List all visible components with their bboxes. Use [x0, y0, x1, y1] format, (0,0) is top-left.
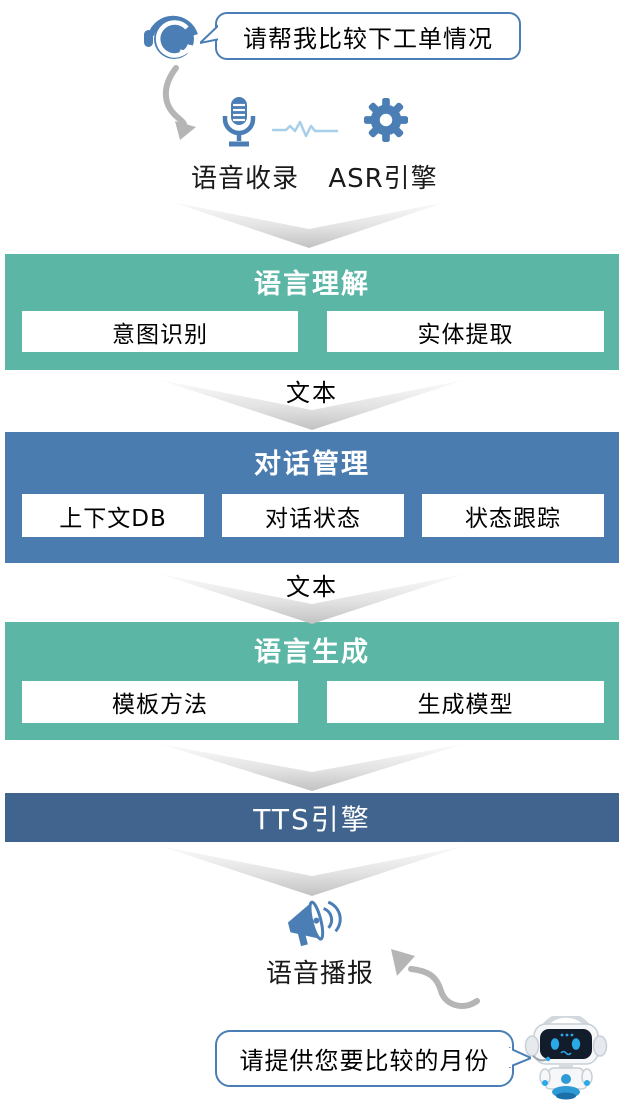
robot-assistant-icon [524, 1016, 608, 1100]
subbox-state-tracking: 状态跟踪 [422, 494, 604, 537]
megaphone-icon [287, 900, 342, 947]
connector-text-1: 文本 [0, 372, 624, 430]
voice-capture-label: 语音收录 [190, 164, 299, 194]
block-title: 语言生成 [254, 637, 370, 668]
block-title: 对话管理 [254, 449, 370, 480]
subbox-context-db: 上下文DB [22, 494, 204, 537]
subbox-generation-model: 生成模型 [327, 681, 604, 723]
bot-reply-bubble: 请提供您要比较的月份 [215, 1030, 531, 1087]
bot-reply-text: 请提供您要比较的月份 [239, 1047, 490, 1075]
block-language-understanding: 语言理解 意图识别 实体提取 [5, 254, 619, 370]
subbox-dialogue-state: 对话状态 [222, 494, 404, 537]
user-query-text: 请帮我比较下工单情况 [243, 24, 493, 53]
chevron-arrow-5 [160, 846, 464, 896]
block-title: TTS引擎 [253, 802, 371, 836]
chevron-arrow-2 [160, 380, 464, 430]
block-tts-engine: TTS引擎 [5, 793, 619, 842]
subbox-template-method: 模板方法 [22, 681, 298, 723]
connector-text-2: 文本 [0, 566, 624, 624]
block-title: 语言理解 [254, 269, 370, 300]
headset-agent-icon [144, 15, 198, 59]
connector-label: 文本 [286, 573, 338, 601]
subbox-intent-recognition: 意图识别 [22, 311, 298, 352]
chevron-arrow-4 [160, 744, 464, 791]
waveform-icon [272, 120, 338, 138]
block-dialogue-management: 对话管理 上下文DB 对话状态 状态跟踪 [5, 432, 619, 563]
subbox-entity-extraction: 实体提取 [327, 311, 604, 352]
connector-label: 文本 [286, 379, 338, 407]
bubble-tail-right [509, 1046, 531, 1069]
chevron-arrow-1 [172, 202, 446, 248]
curved-arrow-up-icon [391, 949, 480, 1009]
asr-engine-label: ASR引擎 [328, 164, 438, 194]
gear-icon [363, 97, 409, 143]
user-query-bubble: 请帮我比较下工单情况 [200, 12, 521, 60]
voice-broadcast-label: 语音播报 [265, 959, 374, 989]
block-language-generation: 语言生成 模板方法 生成模型 [5, 622, 619, 740]
bubble-tail-left [200, 22, 220, 45]
chevron-arrow-3 [160, 574, 464, 624]
microphone-icon [222, 97, 256, 147]
curved-arrow-down-icon [162, 65, 196, 140]
